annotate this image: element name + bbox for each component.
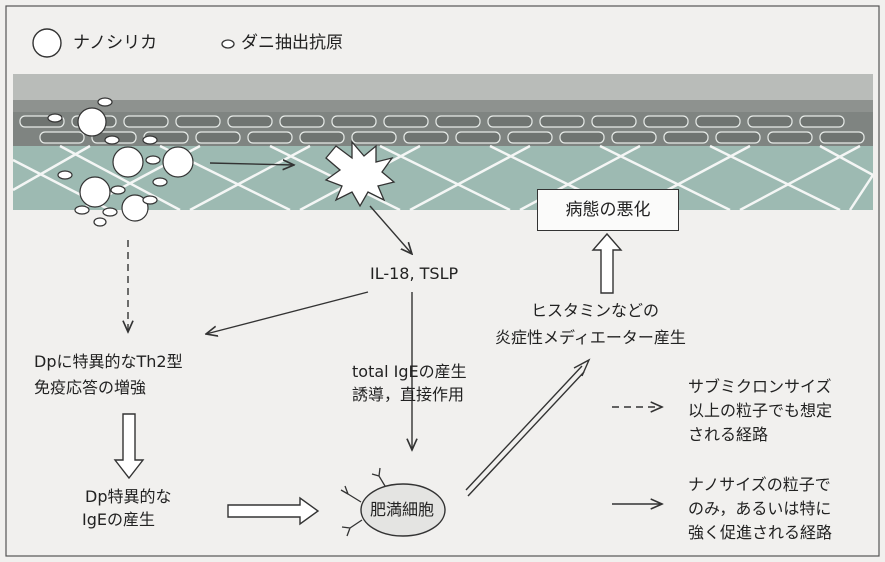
total-ige-line1: total IgEの産生: [352, 362, 467, 381]
mast-cell-label: 肥満細胞: [370, 500, 435, 519]
tissue-layer: [12, 74, 875, 212]
arrow-cytokines-to-th2: [206, 291, 369, 334]
specific-ige-line1: Dp特異的な: [85, 487, 172, 506]
mite-antigen-label: ダニ抽出抗原: [241, 33, 343, 53]
solid-key-line2: のみ，あるいは特に: [688, 499, 832, 518]
arrow-particles-to-damage: [209, 163, 294, 165]
mediator-line1: ヒスタミンなどの: [531, 301, 660, 320]
dashed-key-line2: 以上の粒子でも想定: [688, 401, 833, 420]
arrow-to-worsening: [591, 232, 623, 294]
arrow-damage-to-cytokines: [369, 205, 412, 254]
specific-ige-line2: IgEの産生: [82, 510, 155, 529]
worsening-box: 病態の悪化: [537, 189, 679, 231]
particle-cluster: [47, 97, 194, 227]
th2-response-line1: Dpに特異的なTh2型: [34, 352, 183, 371]
dashed-key-line1: サブミクロンサイズ: [688, 377, 832, 396]
solid-key-line1: ナノサイズの粒子で: [688, 475, 831, 494]
nanosilica-legend-icon: [32, 28, 62, 58]
mast-cell: [340, 467, 446, 537]
cell-damage-burst-icon: [324, 140, 396, 208]
cytokines-label: IL-18, TSLP: [370, 264, 459, 283]
dashed-key-line3: される経路: [688, 425, 769, 444]
th2-response-line2: 免疫応答の増強: [34, 378, 147, 397]
solid-key-line3: 強く促進される経路: [688, 523, 833, 542]
arrow-mast-cell-to-mediators: [465, 365, 585, 497]
arrow-specific-ige-to-mast-cell: [227, 496, 320, 526]
nanosilica-label: ナノシリカ: [73, 33, 158, 53]
mite-antigen-legend-icon: [221, 39, 235, 49]
arrow-th2-to-specific-ige: [113, 413, 145, 480]
total-ige-line2: 誘導，直接作用: [352, 385, 465, 404]
outer-frame: [5, 5, 880, 557]
mediator-line2: 炎症性メディエーター産生: [495, 328, 686, 347]
